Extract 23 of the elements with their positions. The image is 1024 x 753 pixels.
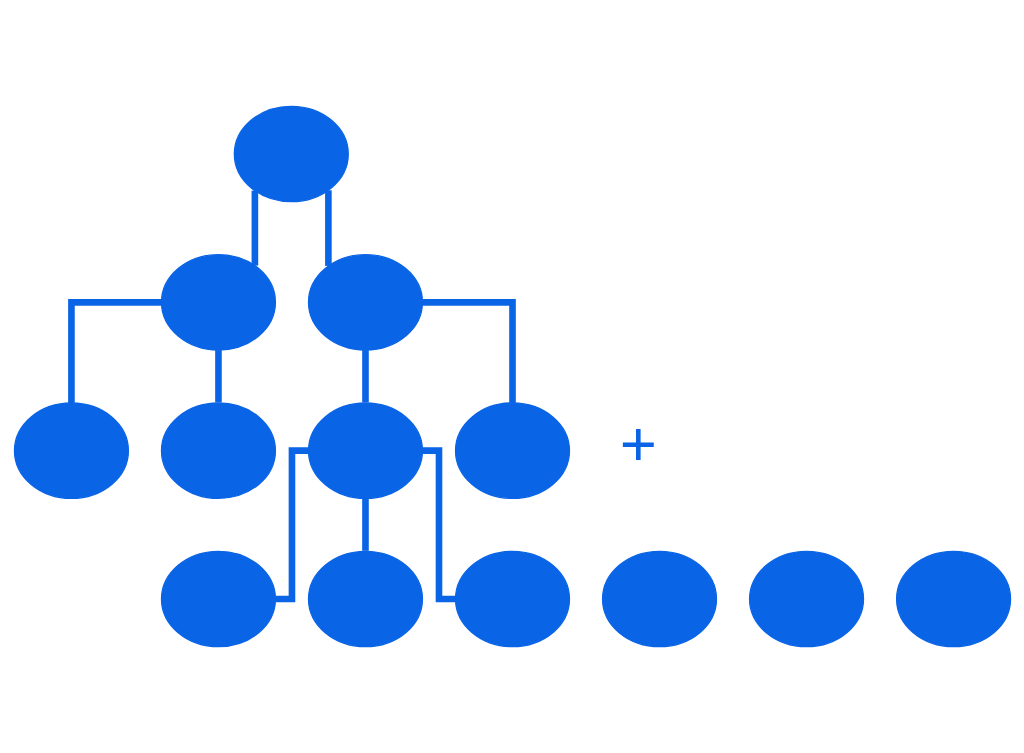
node-circle — [160, 402, 276, 500]
node-circle — [160, 550, 276, 648]
node-circle — [13, 402, 129, 500]
connector — [361, 350, 369, 403]
connector — [275, 447, 308, 603]
connector — [324, 190, 332, 266]
connector — [361, 498, 369, 551]
connector — [214, 350, 222, 403]
node-circle — [160, 254, 276, 351]
connector — [251, 190, 258, 266]
node-circle — [233, 105, 349, 203]
node-circle — [601, 550, 717, 648]
connector — [422, 299, 516, 403]
node-circle — [307, 550, 423, 648]
node-circle — [307, 254, 423, 351]
node-circle — [307, 402, 423, 500]
connector — [67, 299, 161, 403]
node-circle — [454, 402, 570, 500]
node-circle — [895, 550, 1011, 648]
connector — [422, 447, 455, 603]
label: + — [619, 408, 657, 480]
node-circle — [454, 550, 570, 648]
node-circle — [748, 550, 864, 648]
